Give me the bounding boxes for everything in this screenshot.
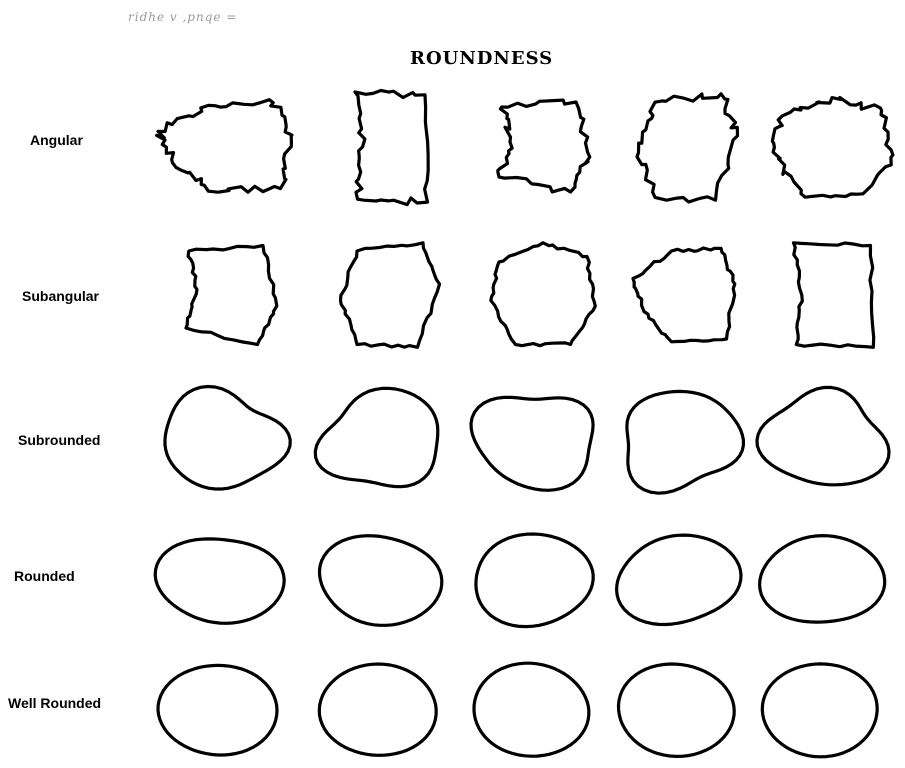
row-angular <box>157 91 893 205</box>
well-rounded-grain-icon-2 <box>319 664 436 755</box>
rounded-grain-icon-2 <box>320 536 442 626</box>
subrounded-grain-icon-5 <box>757 387 889 484</box>
angular-grain-icon-3 <box>498 100 590 192</box>
row-subangular <box>186 243 874 347</box>
subangular-grain-icon-2 <box>341 243 440 347</box>
well-rounded-grain-icon-5 <box>762 664 877 757</box>
rounded-grain-icon-3 <box>476 534 593 627</box>
angular-grain-icon-2 <box>355 91 428 205</box>
rounded-grain-icon-1 <box>155 539 284 623</box>
subrounded-grain-icon-4 <box>627 391 744 493</box>
subrounded-grain-icon-2 <box>315 388 438 486</box>
angular-grain-icon-5 <box>772 98 893 198</box>
subangular-grain-icon-3 <box>491 243 596 346</box>
well-rounded-grain-icon-4 <box>619 664 735 756</box>
rounded-grain-icon-5 <box>760 536 885 623</box>
row-subrounded <box>165 387 889 494</box>
row-rounded <box>155 534 885 627</box>
subangular-grain-icon-5 <box>794 243 874 347</box>
subrounded-grain-icon-1 <box>165 387 290 490</box>
well-rounded-grain-icon-1 <box>158 665 277 755</box>
subangular-grain-icon-1 <box>186 246 277 345</box>
subangular-grain-icon-4 <box>633 248 735 342</box>
angular-grain-icon-4 <box>637 94 738 202</box>
row-well-rounded <box>158 663 877 757</box>
angular-grain-icon-1 <box>157 100 292 193</box>
subrounded-grain-icon-3 <box>471 397 593 490</box>
well-rounded-grain-icon-3 <box>474 663 589 756</box>
rounded-grain-icon-4 <box>617 535 741 624</box>
